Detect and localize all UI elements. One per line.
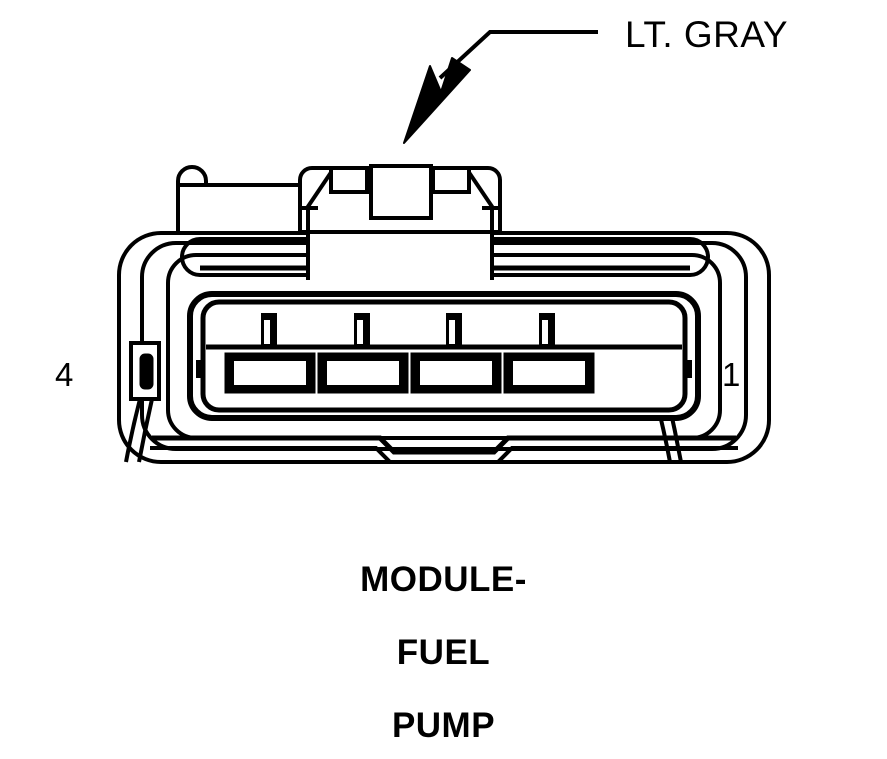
latch-notch-right [431,166,471,194]
cavity-opening [513,361,585,385]
shell-outline-3 [166,253,722,440]
housing-key-left [196,360,205,378]
side-latch-left-box [129,341,161,401]
side-latch-left [124,341,161,463]
terminal-cavity [224,313,316,394]
cavity-retainer-slot [542,320,548,344]
bottom-skirt [150,435,738,464]
caption-line-3: PUMP [391,706,496,745]
side-latch-left-tail-2 [137,398,154,463]
caption-line-1: MODULE- [360,560,527,599]
pin-label-1: 1 [722,356,741,393]
shell-outline-2 [140,241,748,451]
terminal-cavities [224,313,595,394]
arrowhead-icon [403,57,471,144]
left-wing-bar [176,165,318,235]
skirt-notch-line [152,435,736,455]
side-latch-left-tail-1 [124,398,142,463]
housing-outline-2 [200,299,688,413]
cavity-retainer-slot [357,320,363,344]
housing-key-right [683,360,692,378]
callout-label: LT. GRAY [625,14,789,55]
terminal-cavity [317,313,409,394]
latch-notch-left [329,166,369,194]
cavity-opening [234,361,306,385]
caption-line-2: FUEL [396,633,491,672]
cavity-retainer-slot [264,320,270,344]
callout-leader [403,30,598,144]
latch-center-block [369,164,433,220]
pin-label-4: 4 [55,356,74,393]
rim-lip-mask-center [310,234,490,280]
left-wing-nub-mask [178,184,318,206]
terminal-cavity [410,313,502,394]
terminal-cavity [503,313,595,394]
skirt-notch-line-2 [150,446,738,464]
side-latch-left-core [139,353,154,390]
cavity-opening [327,361,399,385]
cavity-retainer-slot [449,320,455,344]
cavity-opening [420,361,492,385]
